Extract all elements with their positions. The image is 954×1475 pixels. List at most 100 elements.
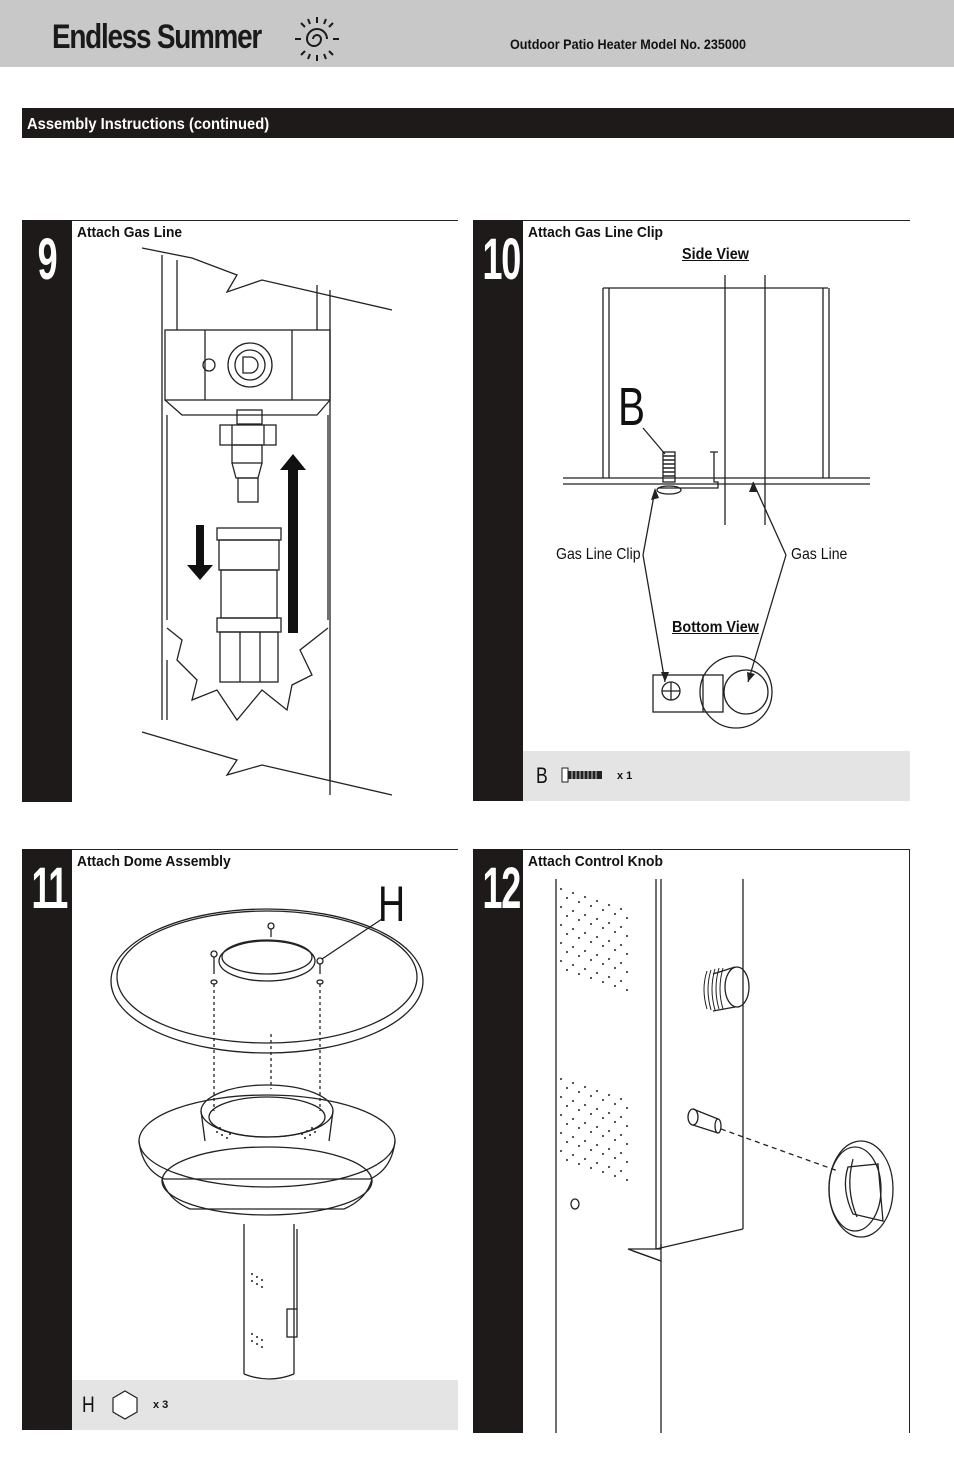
step-title: Attach Control Knob (528, 853, 663, 870)
perforation-dot (584, 932, 586, 934)
perforation-dot (590, 1149, 592, 1151)
perforation-dot (578, 1127, 580, 1129)
perforation-dot (602, 963, 604, 965)
perforation-dot (560, 906, 562, 908)
perforation-dot (626, 989, 628, 991)
side-view-label: Side View (682, 246, 749, 263)
perforation-dot (596, 1090, 598, 1092)
bottom-view-label: Bottom View (672, 619, 759, 636)
gas-line-clip-illustration (563, 275, 870, 729)
dome-assembly-illustration (110, 908, 424, 1380)
perforation-dot (620, 1134, 622, 1136)
perforation-dot (626, 917, 628, 919)
perforation-dot (626, 1143, 628, 1145)
perforation-dot (626, 1179, 628, 1181)
parts-list: B x 1 (523, 751, 910, 801)
perforation-dot (596, 1144, 598, 1146)
perforation-dot (608, 1130, 610, 1132)
perforation-dot (584, 1122, 586, 1124)
perforation-dot (608, 1166, 610, 1168)
control-knob-illustration (555, 879, 894, 1433)
panel-divider (523, 849, 910, 850)
perforation-dot (584, 1104, 586, 1106)
perforation-dot (566, 969, 568, 971)
perforation-dot (572, 1118, 574, 1120)
model-number: Outdoor Patio Heater Model No. 235000 (510, 36, 746, 52)
parts-list: H x 3 (72, 1380, 458, 1430)
perforation-dot (578, 1163, 580, 1165)
callout-h-label: H (378, 876, 406, 932)
perforation-dot (584, 1158, 586, 1160)
perforation-dot (602, 909, 604, 911)
step-11-panel: 11 Attach Dome Assembly (22, 849, 458, 1430)
perforation-dot (578, 1109, 580, 1111)
perforation-dot (596, 1126, 598, 1128)
perforation-dot (614, 931, 616, 933)
perforation-dot (596, 1162, 598, 1164)
perforation-dot (614, 967, 616, 969)
perforation-dot (590, 1167, 592, 1169)
perforation-dot (572, 1136, 574, 1138)
perforation-dot (620, 962, 622, 964)
perforation-dot (572, 1100, 574, 1102)
step-title: Attach Gas Line (77, 224, 183, 241)
perforation-dot (596, 918, 598, 920)
perforation-dot (590, 923, 592, 925)
perforation-dot (602, 927, 604, 929)
step-number-badge: 10 (473, 220, 523, 801)
perforation-dot (566, 933, 568, 935)
perforation-dot (602, 945, 604, 947)
perforation-dot (608, 1112, 610, 1114)
perforation-dot (620, 980, 622, 982)
perforation-dot (614, 913, 616, 915)
perforation-dot (626, 1125, 628, 1127)
perforation-dot (602, 981, 604, 983)
perforation-dot (584, 914, 586, 916)
perforation-dot (614, 949, 616, 951)
perforation-dot (614, 985, 616, 987)
perforation-dot (572, 928, 574, 930)
perforation-dot (608, 904, 610, 906)
perforation-dot (626, 1107, 628, 1109)
perforation-dot (578, 1145, 580, 1147)
step-title: Attach Dome Assembly (77, 853, 231, 870)
perforation-dot (614, 1157, 616, 1159)
perforation-dot (602, 1171, 604, 1173)
perforation-dot (572, 1154, 574, 1156)
perforation-dot (602, 1099, 604, 1101)
page-header: Endless Summer Outdoor Patio Heater Mode… (0, 0, 954, 67)
perforation-dot (626, 1161, 628, 1163)
screw-icon (561, 767, 602, 783)
perforation-dot (602, 1117, 604, 1119)
perforation-dot (608, 958, 610, 960)
perforation-dot (572, 892, 574, 894)
perforation-dot (572, 946, 574, 948)
perforation-dot (578, 919, 580, 921)
perforation-dot (608, 976, 610, 978)
perforation-dot (590, 1113, 592, 1115)
perforation-dot (572, 964, 574, 966)
perforation-dot (584, 968, 586, 970)
perforation-dot (584, 896, 586, 898)
panel-divider (72, 849, 458, 850)
perforation-dot (590, 1131, 592, 1133)
perforation-dot (578, 955, 580, 957)
perforation-dot (614, 1139, 616, 1141)
part-quantity: x 3 (153, 1399, 169, 1411)
perforation-dot (566, 1087, 568, 1089)
perforation-dot (590, 959, 592, 961)
perforation-dot (560, 1096, 562, 1098)
perforation-dot (566, 1105, 568, 1107)
perforation-dot (578, 973, 580, 975)
perforation-dot (620, 908, 622, 910)
perforation-dot (620, 944, 622, 946)
perforation-dot (620, 1152, 622, 1154)
perforation-dot (590, 977, 592, 979)
step-number-badge: 9 (22, 220, 72, 802)
perforation-dot (590, 941, 592, 943)
perforation-dot (602, 1153, 604, 1155)
perforation-dot (560, 960, 562, 962)
perforation-dot (626, 971, 628, 973)
panel-divider (72, 220, 458, 221)
perforation-dot (602, 1135, 604, 1137)
